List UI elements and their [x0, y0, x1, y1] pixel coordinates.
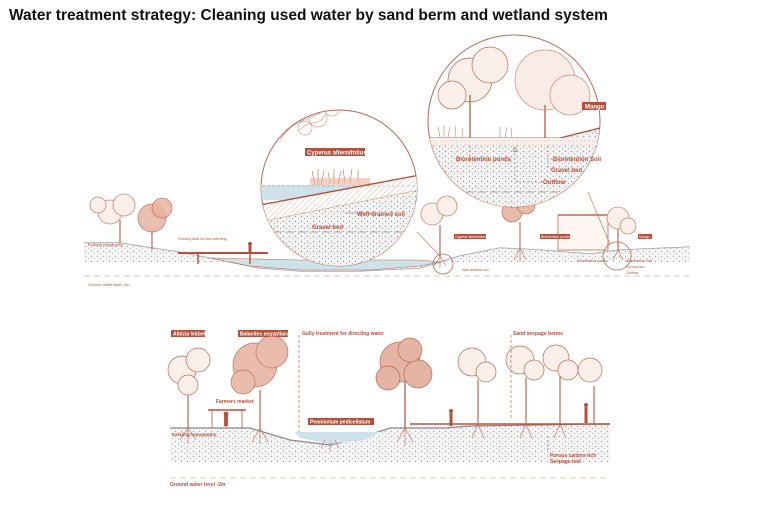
top-tag-cyperus-small: Cyperus alternifolius — [455, 235, 486, 239]
top-tree-mid — [420, 195, 458, 256]
page-title: Water treatment strategy: Cleaning used … — [9, 7, 608, 24]
bottom-gully-label: Gully treatment for directing water — [302, 331, 384, 337]
bottom-person-center — [449, 409, 453, 426]
zoom-circle-left: Cyperus alternifolius Well-drained soil … — [260, 109, 418, 267]
top-gravel-small: Porous bed — [626, 265, 644, 269]
bottom-porous-line2: Seepage bed — [550, 459, 581, 465]
top-section: Ground water level -3m Existing topograp… — [84, 191, 691, 287]
top-ground-fill — [84, 243, 690, 271]
zoom-left-well-drained: Well-drained soil — [357, 212, 405, 218]
market-tent — [208, 409, 246, 428]
bottom-porous-line1: Porous carbon-rich — [550, 453, 596, 459]
top-well-drained-small: Well-drained soil — [462, 268, 489, 272]
bottom-sand-berms-label: Sand seepage berms — [513, 331, 563, 337]
top-groundwater-label: Ground water level -3m — [88, 282, 130, 287]
bottom-market-label: Farmers market — [216, 399, 254, 405]
top-tree-shrub — [137, 197, 173, 250]
bottom-porous-label: Porous carbon-rich Seepage bed — [550, 453, 598, 465]
top-outflow-small: Outflow — [626, 271, 639, 275]
bottom-water — [295, 432, 380, 444]
top-tree-left — [89, 193, 136, 243]
person-figure — [248, 242, 252, 253]
top-tag-mango-small: Mango — [639, 235, 649, 239]
bottom-tag-balanites: Balanites aegyptiaca — [240, 332, 290, 338]
top-deck-label: Existing deck for bird watching — [178, 237, 227, 241]
zoom-right-gravel: Gravel bed — [551, 168, 582, 174]
bottom-person-right — [584, 403, 588, 423]
top-tag-bio-small: Bioretention ponds — [541, 235, 570, 239]
zoom-circle-right: Mango Bioretention ponds -Bioretention S… — [427, 34, 606, 208]
bottom-section: Albizia lebbek Balanites aegyptiaca Penn… — [167, 330, 610, 488]
bottom-tag-pennisetum: Pennisetum pedicellatum — [310, 420, 371, 426]
zoom-right-bio-soil: -Bioretention Soil — [551, 157, 601, 163]
top-pavilion — [557, 214, 609, 251]
top-detail-circle-right — [602, 241, 632, 271]
bottom-tree-center — [375, 337, 433, 428]
zoom-right-bio-ponds: Bioretention ponds — [456, 157, 512, 163]
top-existing-topo-label: Existing topography — [88, 242, 123, 247]
top-roots — [433, 247, 624, 268]
top-tree-right — [606, 206, 637, 250]
bottom-topo-label: Existing topography — [172, 432, 217, 437]
bottom-groundwater-label: Ground water level -2m — [170, 482, 226, 488]
top-bio-soil-small: Bioretention Soil — [626, 259, 652, 263]
zoom-left-gravel: Gravel bed — [312, 225, 343, 231]
zoom-left-tag: Cyperus alternifolius — [307, 151, 367, 157]
zoom-right-outflow: -Outflow — [541, 180, 566, 186]
top-bio-pond-small: Bioretention ponds — [577, 259, 607, 263]
bottom-ground-fill — [170, 424, 610, 462]
bottom-tag-albizia: Albizia lebbek — [173, 332, 207, 338]
bottom-trees-right — [457, 344, 603, 424]
bottom-tree-albizia — [167, 347, 211, 428]
bottom-roots — [179, 423, 567, 452]
bottom-tree-balanites — [230, 335, 289, 428]
zoom-right-tag: Mango — [585, 105, 605, 111]
top-detail-circle-left — [432, 253, 454, 275]
